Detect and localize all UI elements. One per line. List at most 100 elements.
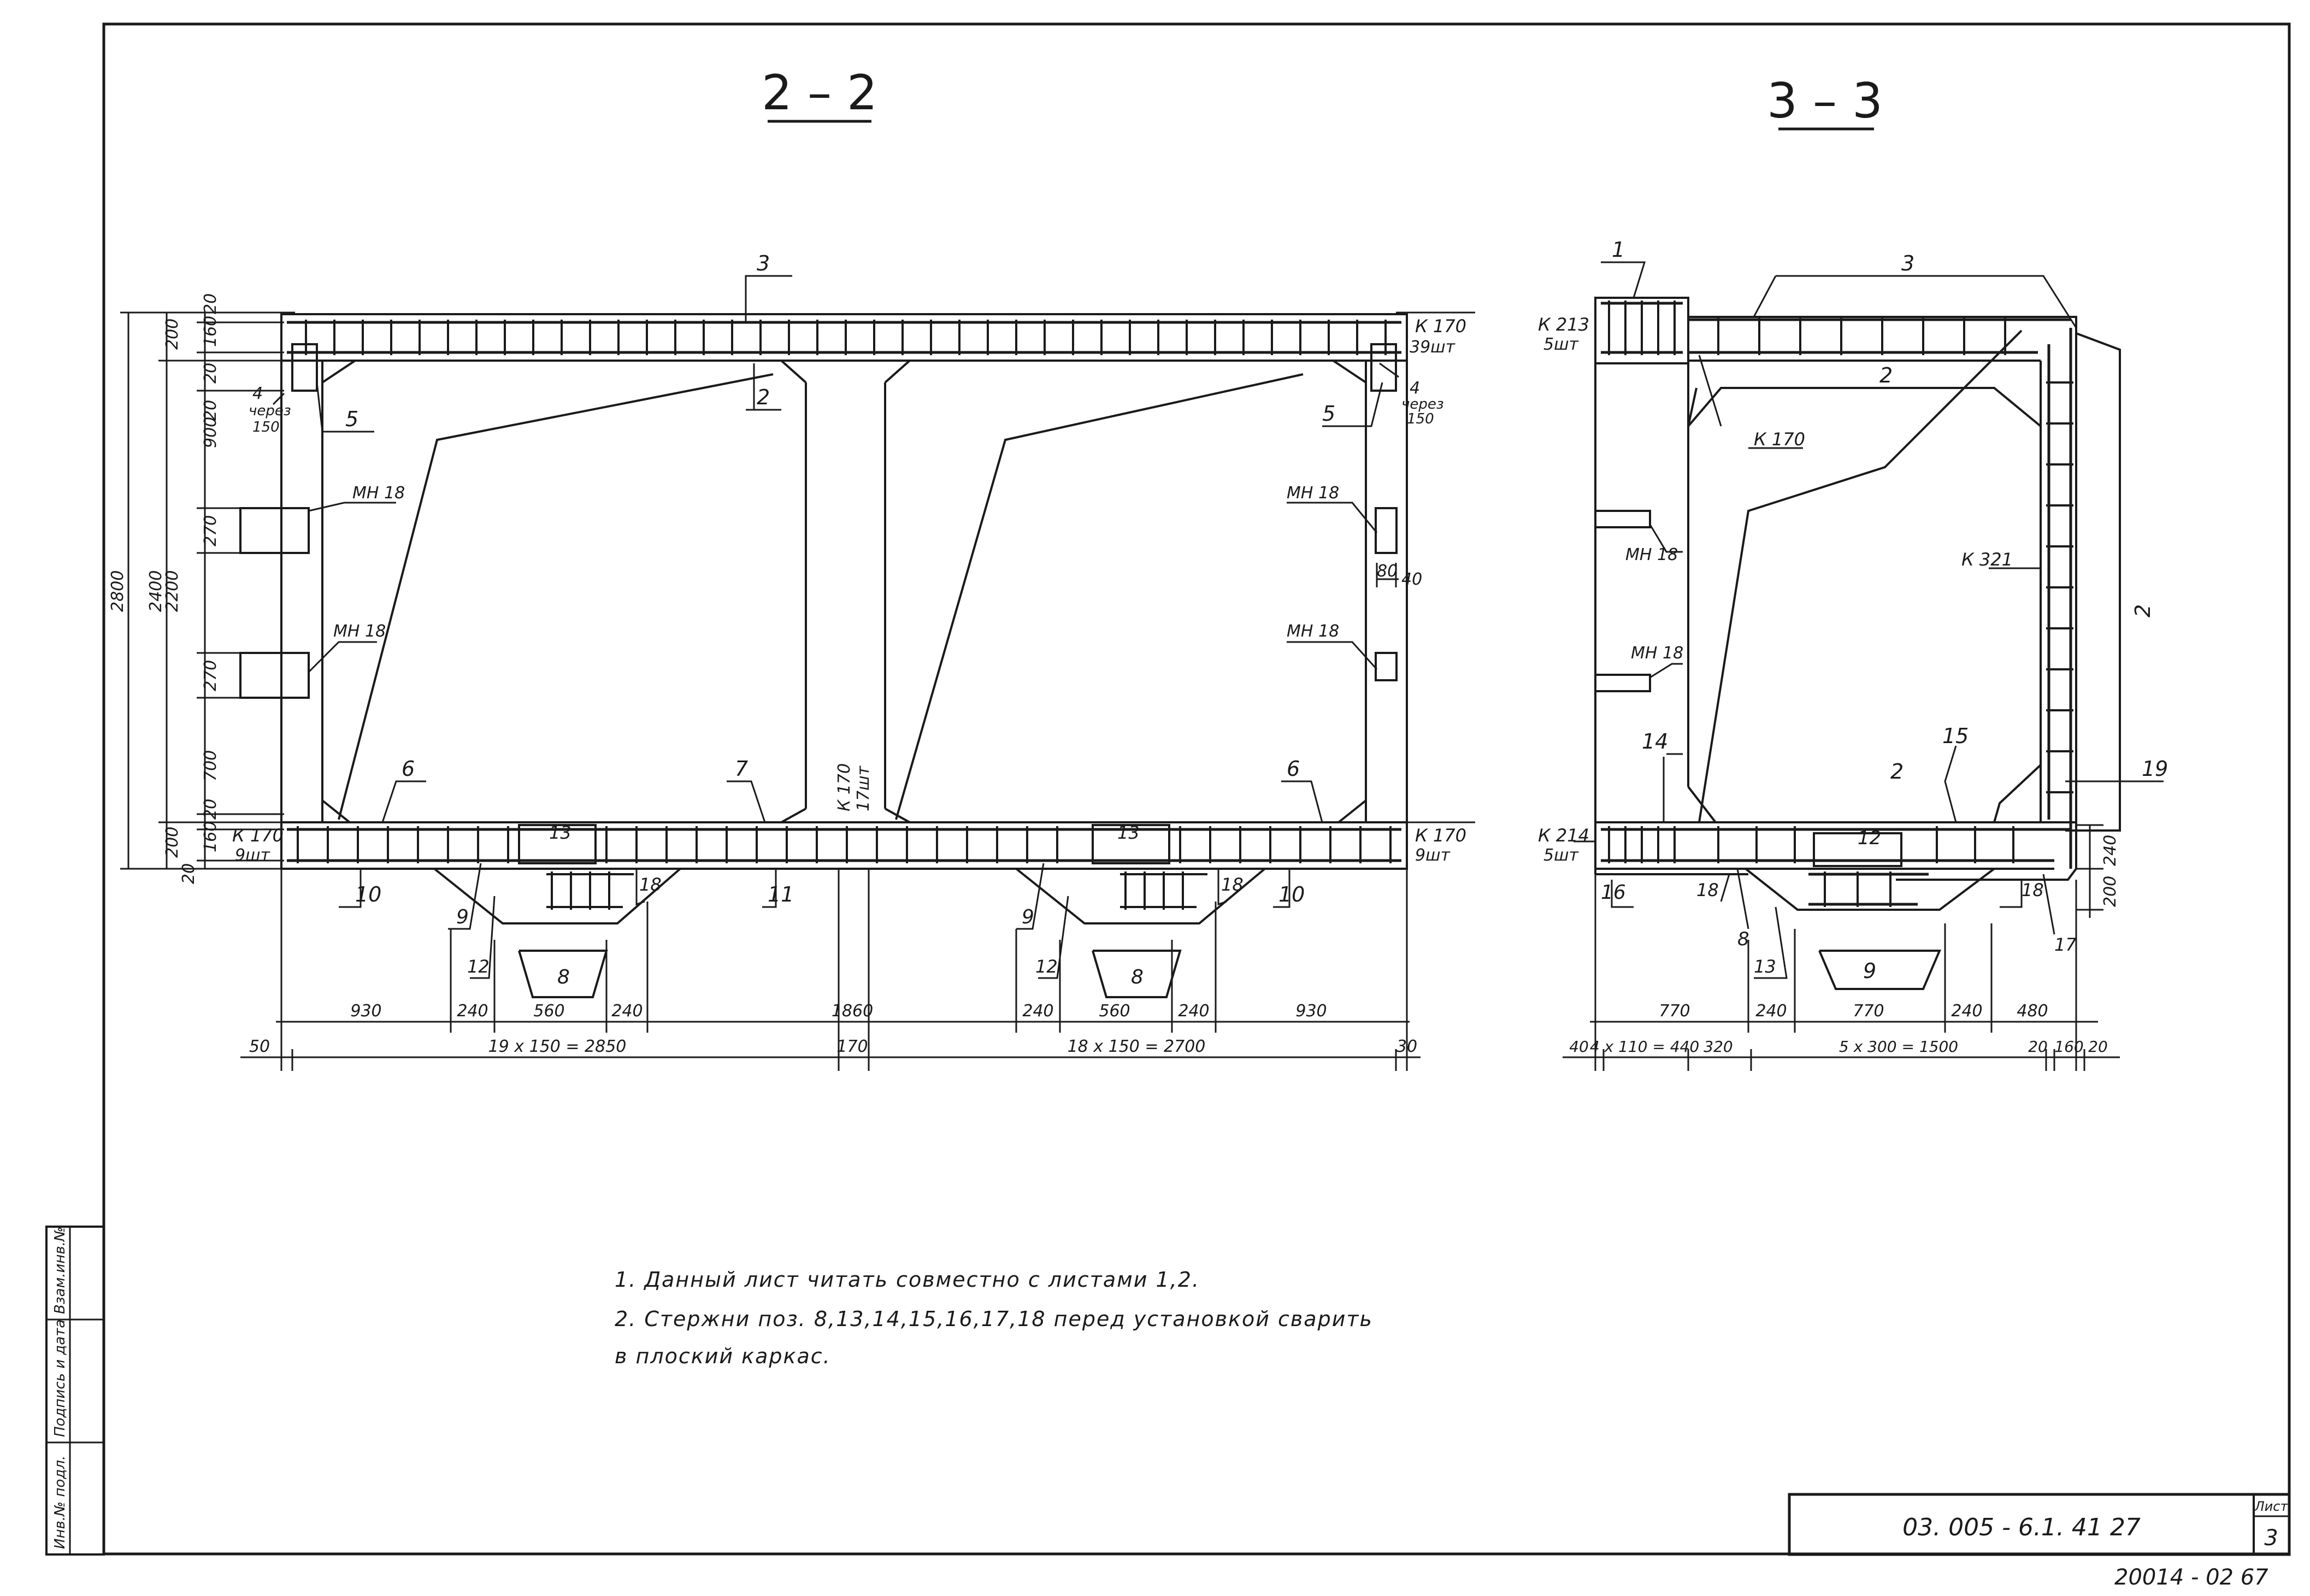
right-horizontal-dim-text: 770 240 770 240 480 40 4 x 110 = 440 320… <box>1569 1002 2108 1056</box>
label-pos-2: 2 <box>757 385 770 409</box>
label-pos-12-left: 12 <box>467 956 490 977</box>
svg-text:270: 270 <box>201 515 220 546</box>
svg-text:20: 20 <box>2088 1038 2108 1056</box>
title-block-sheet-label: Лист <box>2254 1499 2289 1514</box>
svg-text:50: 50 <box>249 1037 270 1056</box>
svg-text:19 x 150 = 2850: 19 x 150 = 2850 <box>488 1037 627 1056</box>
label-via-left: через <box>249 403 291 419</box>
left-leaders <box>202 275 1475 979</box>
side-stamp-cell-3: Взам.инв.№ <box>52 1227 68 1314</box>
label-pos-10-left: 10 <box>355 882 381 906</box>
label-mn18-3: МН 18 <box>1287 484 1339 503</box>
label-r-mn18-2: МН 18 <box>1631 644 1683 663</box>
label-k170-top-right-count: 39шт <box>1410 338 1456 357</box>
label-k170-bottom-right-count: 9шт <box>1415 846 1451 865</box>
svg-text:320: 320 <box>1704 1038 1732 1056</box>
label-r-pos-18-right: 18 <box>2022 880 2044 900</box>
svg-text:20: 20 <box>201 293 220 314</box>
svg-text:930: 930 <box>350 1002 381 1021</box>
label-r-pos-16: 16 <box>1601 881 1626 904</box>
label-r-k213: К 213 <box>1538 314 1589 335</box>
label-r-k214: К 214 <box>1538 825 1589 846</box>
title-block-code: 03. 005 - 6.1. 41 27 <box>1902 1513 2141 1541</box>
label-r-pos-3: 3 <box>1901 251 1914 275</box>
svg-text:270: 270 <box>201 660 220 691</box>
label-pos-18-left: 18 <box>639 874 662 895</box>
label-r-dim-240: 240 <box>2101 835 2120 866</box>
label-mn18-1: МН 18 <box>352 484 405 503</box>
label-via-right-num: 150 <box>1407 411 1434 427</box>
svg-text:900: 900 <box>201 417 220 448</box>
title-block-sheet-number: 3 <box>2264 1526 2278 1551</box>
svg-text:20: 20 <box>179 863 198 884</box>
section-title-2-2: 2 – 2 <box>762 64 877 121</box>
left-horizontal-dims <box>240 869 1421 1071</box>
left-top-rebar <box>287 320 1401 392</box>
left-horizontal-dim-text: 930 240 560 240 1860 240 560 240 930 50 … <box>249 1002 1417 1056</box>
label-pos-9-right: 9 <box>1022 906 1034 928</box>
svg-text:20: 20 <box>201 363 220 384</box>
svg-text:170: 170 <box>836 1037 868 1056</box>
section-title-3-3: 3 – 3 <box>1767 73 1883 129</box>
left-frame-outline <box>239 313 1408 998</box>
label-r-k214-count: 5шт <box>1543 846 1580 865</box>
label-dim-40: 40 <box>1401 570 1422 589</box>
svg-text:240: 240 <box>611 1002 643 1021</box>
svg-text:700: 700 <box>201 750 220 781</box>
svg-text:2800: 2800 <box>108 570 127 612</box>
svg-text:20: 20 <box>2028 1038 2048 1056</box>
svg-text:200: 200 <box>163 319 182 350</box>
label-pos-13-left: 13 <box>549 822 571 843</box>
svg-text:1860: 1860 <box>832 1002 873 1021</box>
svg-text:480: 480 <box>2017 1002 2048 1021</box>
label-pos-12-right: 12 <box>1035 956 1058 977</box>
label-r-mn18-1: МН 18 <box>1625 545 1678 564</box>
label-pos-3: 3 <box>757 251 770 275</box>
note-1: 1. Данный лист читать совместно с листам… <box>615 1268 1200 1292</box>
label-r-pos-2-bottom: 2 <box>1890 759 1904 784</box>
right-leaders <box>1574 261 2164 979</box>
svg-text:240: 240 <box>1951 1002 1982 1021</box>
label-mn18-4: МН 18 <box>1287 622 1339 641</box>
label-pos-10-right: 10 <box>1278 882 1305 906</box>
label-r-pos-2-side: 2 <box>2131 604 2155 617</box>
label-via-right: через <box>1401 396 1444 413</box>
label-r-pos-2-top: 2 <box>1879 363 1893 387</box>
svg-text:200: 200 <box>163 827 182 858</box>
section-3-3: 3 – 3 <box>1538 73 2168 1071</box>
label-pos-7: 7 <box>735 757 748 781</box>
label-pos-4-right: 4 <box>1410 379 1420 398</box>
label-pos-11: 11 <box>768 882 794 906</box>
label-pos-9-left: 9 <box>456 906 469 928</box>
label-r-pos-18-left: 18 <box>1696 880 1719 900</box>
label-dim-80: 80 <box>1377 562 1398 581</box>
right-horizontal-dims <box>1563 874 2120 1071</box>
svg-text:160: 160 <box>201 821 220 852</box>
svg-text:40: 40 <box>1569 1038 1589 1056</box>
label-k170-mid: К 170 <box>835 763 854 811</box>
svg-text:18 x 150 = 2700: 18 x 150 = 2700 <box>1068 1037 1206 1056</box>
label-mn18-2: МН 18 <box>333 622 386 641</box>
svg-text:30: 30 <box>1396 1037 1417 1056</box>
svg-text:160: 160 <box>201 316 220 347</box>
label-r-pos-17: 17 <box>2054 934 2077 955</box>
label-pos-18-right: 18 <box>1221 874 1244 895</box>
label-r-pos-19: 19 <box>2142 757 2168 781</box>
label-pos-13-right: 13 <box>1117 822 1140 843</box>
side-stamp-cell-2: Подпись и дата <box>52 1320 68 1437</box>
label-pos-8-right: 8 <box>1131 966 1144 988</box>
side-stamp: Инв.№ подл. Подпись и дата Взам.инв.№ <box>45 1226 105 1556</box>
label-pos-5-left: 5 <box>345 407 358 431</box>
svg-text:770: 770 <box>1853 1002 1884 1021</box>
svg-text:240: 240 <box>1755 1002 1787 1021</box>
label-k170-bottom-left: К 170 <box>232 825 284 846</box>
label-r-pos-8: 8 <box>1737 928 1749 950</box>
label-via-left-num: 150 <box>252 419 280 435</box>
left-labels: 3 2 4 через 150 5 5 4 через 150 МН 18 МН… <box>232 251 1466 988</box>
section-2-2: 2 – 2 <box>108 64 1475 1071</box>
title-block-bottom-code: 20014 - 02 67 <box>2114 1565 2268 1590</box>
left-bottom-rebar <box>287 826 1401 910</box>
svg-text:240: 240 <box>1022 1002 1053 1021</box>
svg-text:2200: 2200 <box>163 570 182 612</box>
